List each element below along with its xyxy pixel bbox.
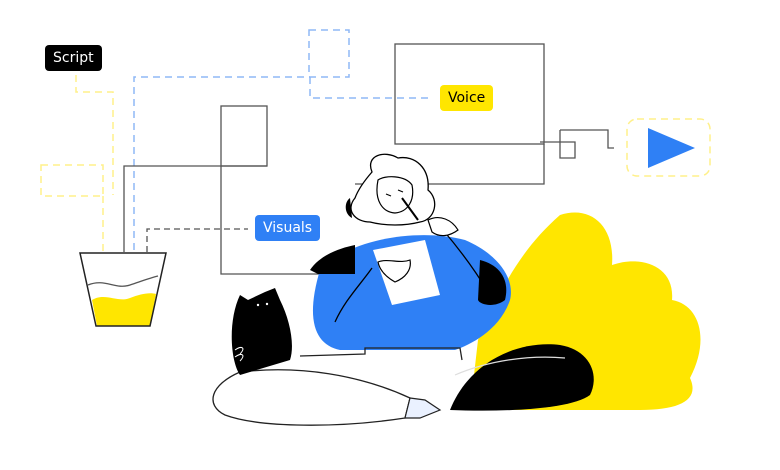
visuals-label: Visuals: [255, 215, 321, 241]
frame-lines: [123, 43, 614, 275]
cat-icon: [231, 288, 292, 375]
dashed-grey-connector: [146, 228, 248, 252]
dashed-blue-connectors: [133, 29, 430, 250]
cup-icon: [79, 252, 167, 327]
person-legs: [212, 344, 594, 426]
person-thinking-icon: [310, 153, 511, 350]
script-label: Script: [45, 45, 102, 71]
voice-label: Voice: [440, 85, 494, 111]
play-triangle-icon[interactable]: [648, 128, 695, 168]
dashed-yellow-connectors: [40, 75, 711, 252]
